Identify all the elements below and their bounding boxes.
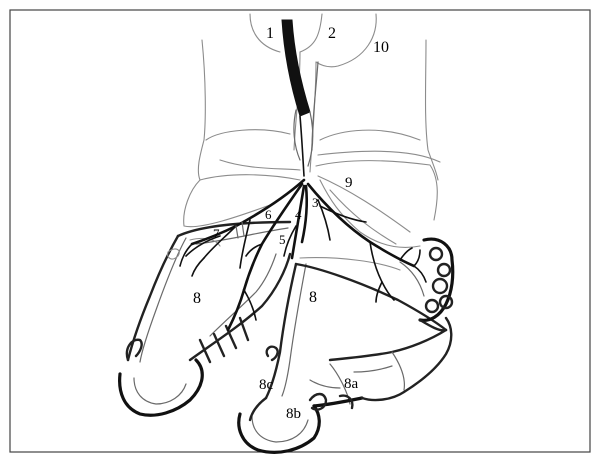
- label-8a: 8a: [344, 376, 359, 392]
- upper-bones: [198, 14, 440, 180]
- label-8-middle: 8: [309, 289, 317, 306]
- label-4: 4: [295, 207, 302, 222]
- label-7: 7: [213, 226, 220, 241]
- vessel-branches: [180, 180, 426, 330]
- label-10: 10: [373, 39, 389, 56]
- label-8c: 8c: [259, 377, 274, 393]
- label-3: 3: [312, 195, 319, 210]
- label-1: 1: [266, 25, 274, 42]
- label-6: 6: [265, 207, 272, 222]
- digit-middle: [239, 264, 451, 452]
- label-2: 2: [328, 25, 336, 42]
- label-8b: 8b: [286, 406, 301, 422]
- label-8-left: 8: [193, 290, 201, 307]
- label-5: 5: [279, 232, 286, 247]
- label-9: 9: [345, 175, 353, 191]
- carpal-bones: [184, 161, 438, 270]
